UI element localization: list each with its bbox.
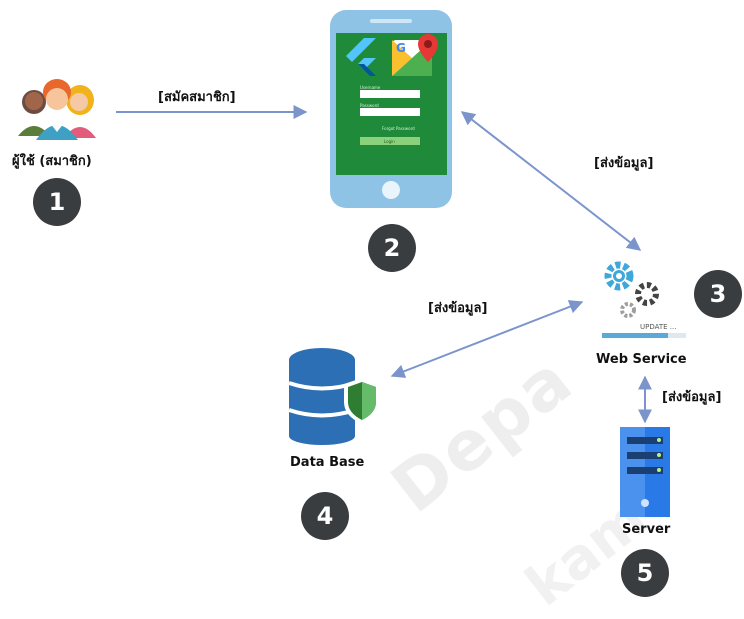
edge-label-app-webservice: [ส่งข้อมูล] [594,156,654,171]
step-badge-3: 3 [694,270,742,318]
arrow-webservice-database [390,300,584,378]
step-badge-5: 5 [621,549,669,597]
edge-label-webservice-database: [ส่งข้อมูล] [428,301,488,316]
login-button [360,137,420,145]
server-icon [620,427,670,517]
update-progress-bar [602,333,668,338]
edge-label-register: [สมัคสมาชิก] [158,90,236,105]
step-badge-4: 4 [301,492,349,540]
architecture-diagram: G [18,10,686,517]
google-maps-logo-icon: G [392,34,438,76]
web-service-gears-icon [602,261,686,338]
password-field [360,108,420,116]
step-badge-2: 2 [368,224,416,272]
arrow-app-webservice [460,111,642,251]
password-field-label: Password [360,103,379,108]
login-button-label: Login [384,139,395,144]
update-label: UPDATE ... [640,323,677,331]
mobile-app-icon: G [330,10,452,208]
server-label: Server [622,522,671,537]
database-label: Data Base [290,455,365,470]
web-service-label: Web Service [596,352,687,367]
username-field-label: Username [360,85,381,90]
edge-label-webservice-server: [ส่งข้อมูล] [662,390,722,405]
svg-text:G: G [396,41,406,55]
user-label: ผู้ใช้ (สมาชิก) [12,154,92,169]
username-field [360,90,420,98]
step-badge-1: 1 [33,178,81,226]
forgot-password-link: Forgot Password [382,126,415,131]
users-icon [18,79,96,140]
database-icon [288,348,380,445]
flutter-logo-icon [346,38,376,76]
